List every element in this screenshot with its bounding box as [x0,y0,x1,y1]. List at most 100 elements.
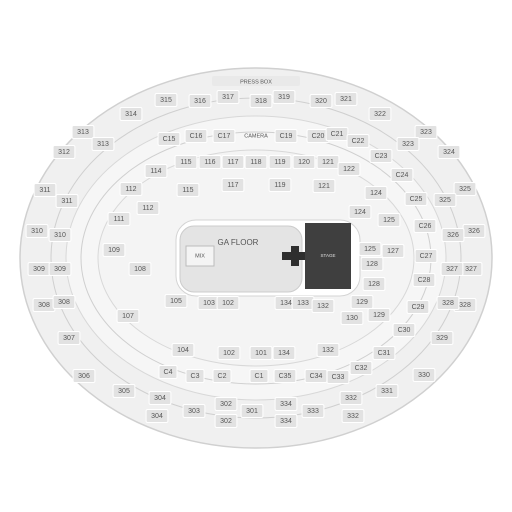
section-327[interactable] [440,262,464,276]
section-c27[interactable] [414,249,438,263]
section-120[interactable] [292,155,316,169]
section-114[interactable] [144,164,168,178]
section-117[interactable] [221,178,245,192]
section-121[interactable] [312,179,336,193]
section-316[interactable] [188,94,212,108]
section-125[interactable] [358,242,382,256]
section-117[interactable] [221,155,245,169]
section-334[interactable] [274,414,298,428]
section-101[interactable] [249,346,273,360]
section-121[interactable] [316,155,340,169]
section-124[interactable] [348,205,372,219]
section-127[interactable] [381,244,405,258]
section-132[interactable] [311,299,335,313]
section-c31[interactable] [372,346,396,360]
section-301[interactable] [240,404,264,418]
section-119[interactable] [268,178,292,192]
section-312[interactable] [52,145,76,159]
section-105[interactable] [164,294,188,308]
section-308[interactable] [52,295,76,309]
section-119[interactable] [268,155,292,169]
section-108[interactable] [128,262,152,276]
section-313[interactable] [71,125,95,139]
section-107[interactable] [116,309,140,323]
section-330[interactable] [412,368,436,382]
section-129[interactable] [367,308,391,322]
section-102[interactable] [217,346,241,360]
section-129[interactable] [350,295,374,309]
section-313[interactable] [91,137,115,151]
section-c3[interactable] [185,369,205,383]
section-324[interactable] [437,145,461,159]
section-c29[interactable] [406,300,430,314]
section-c15[interactable] [157,132,181,146]
section-c22[interactable] [346,134,370,148]
section-306[interactable] [72,369,96,383]
section-304[interactable] [145,409,169,423]
section-c25[interactable] [404,192,428,206]
section-323[interactable] [396,137,420,151]
section-317[interactable] [216,90,240,104]
section-314[interactable] [119,107,143,121]
section-322[interactable] [368,107,392,121]
section-302[interactable] [214,414,238,428]
section-111[interactable] [107,212,131,226]
section-323[interactable] [414,125,438,139]
section-c17[interactable] [212,129,236,143]
section-310[interactable] [48,228,72,242]
stage[interactable] [305,223,351,289]
section-c19[interactable] [274,129,298,143]
section-309[interactable] [48,262,72,276]
section-303[interactable] [182,404,206,418]
section-115[interactable] [174,155,198,169]
section-333[interactable] [301,404,325,418]
section-124[interactable] [364,186,388,200]
section-134[interactable] [272,346,296,360]
section-112[interactable] [136,201,160,215]
section-328[interactable] [436,296,460,310]
section-112[interactable] [119,182,143,196]
section-132[interactable] [316,343,340,357]
section-130[interactable] [340,311,364,325]
mix-position[interactable] [185,245,215,267]
section-319[interactable] [272,90,296,104]
section-302[interactable] [214,397,238,411]
section-c2[interactable] [212,369,232,383]
section-c16[interactable] [184,129,208,143]
section-334[interactable] [274,397,298,411]
section-315[interactable] [154,93,178,107]
section-331[interactable] [375,384,399,398]
section-304[interactable] [148,391,172,405]
section-c32[interactable] [349,361,373,375]
section-116[interactable] [198,155,222,169]
section-311[interactable] [55,194,79,208]
section-318[interactable] [249,94,273,108]
section-320[interactable] [309,94,333,108]
section-c28[interactable] [412,273,436,287]
section-109[interactable] [102,243,126,257]
section-c1[interactable] [249,369,269,383]
section-325[interactable] [433,193,457,207]
section-122[interactable] [337,162,361,176]
section-326[interactable] [441,228,465,242]
section-128[interactable] [362,277,386,291]
section-c35[interactable] [273,369,297,383]
section-310[interactable] [25,224,49,238]
section-305[interactable] [112,384,136,398]
section-329[interactable] [430,331,454,345]
section-104[interactable] [171,343,195,357]
section-118[interactable] [244,155,268,169]
section-c21[interactable] [325,127,349,141]
section-332[interactable] [339,391,363,405]
section-102[interactable] [216,296,240,310]
section-c23[interactable] [369,149,393,163]
section-c30[interactable] [392,323,416,337]
section-307[interactable] [57,331,81,345]
section-332[interactable] [341,409,365,423]
section-128[interactable] [360,257,384,271]
section-311[interactable] [33,183,57,197]
section-325[interactable] [453,182,477,196]
section-125[interactable] [377,213,401,227]
section-115[interactable] [176,183,200,197]
section-c4[interactable] [158,365,178,379]
